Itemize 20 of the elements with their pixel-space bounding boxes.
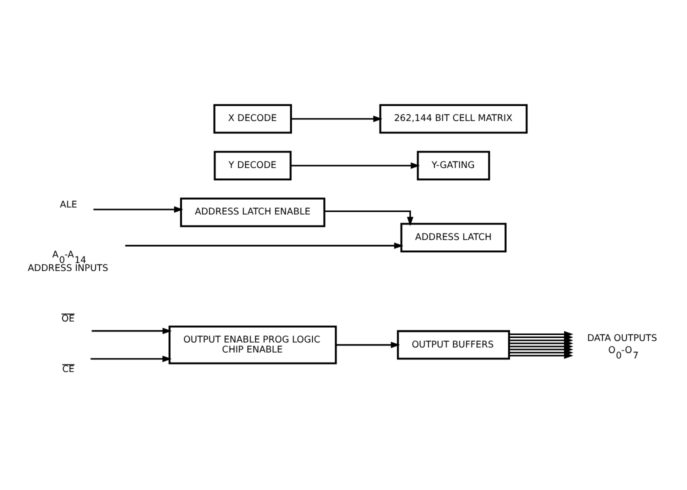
arrow bbox=[291, 115, 382, 122]
arrow bbox=[90, 355, 172, 362]
arrow bbox=[290, 162, 420, 168]
node-box: X DECODE bbox=[213, 104, 292, 134]
node-text: CE bbox=[62, 364, 74, 375]
arrow bbox=[336, 341, 400, 348]
node-box: Y DECODE bbox=[214, 150, 292, 180]
arrow bbox=[125, 242, 404, 248]
node-box: OUTPUT ENABLE PROG LOGIC CHIP ENABLE bbox=[168, 325, 337, 364]
arrow bbox=[509, 330, 574, 337]
node-box: OUTPUT BUFFERS bbox=[396, 330, 510, 360]
node-text: ALE bbox=[60, 198, 78, 210]
node-box: ADDRESS LATCH bbox=[400, 222, 507, 252]
node-box: ADDRESS LATCH ENABLE bbox=[180, 197, 326, 227]
arrow bbox=[92, 327, 172, 334]
arrow bbox=[324, 210, 414, 226]
node-text: OE bbox=[61, 313, 75, 324]
arrow bbox=[93, 206, 184, 212]
node-box: Y-GATING bbox=[416, 150, 490, 180]
node-box: 262,144 BIT CELL MATRIX bbox=[379, 104, 528, 134]
